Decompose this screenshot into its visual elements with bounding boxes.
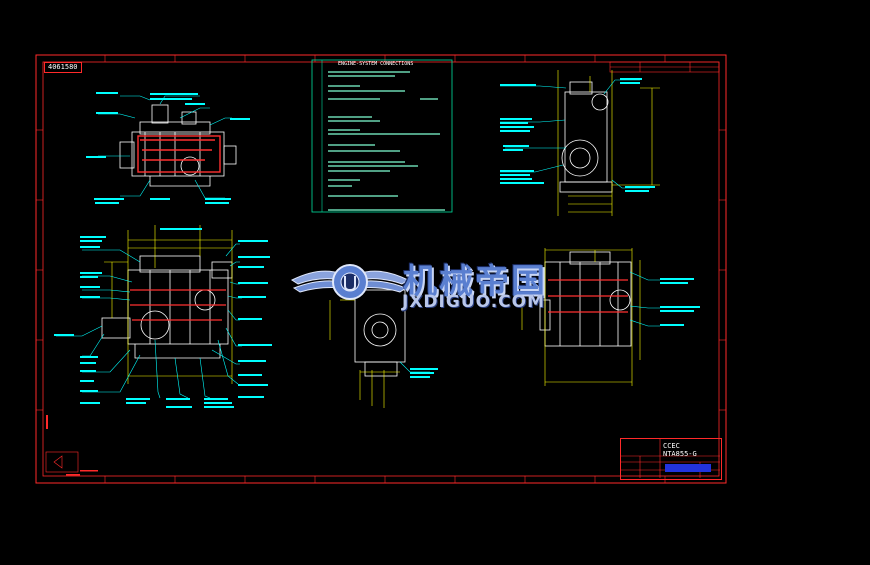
zone-ticks	[36, 55, 726, 483]
watermark: 机械帝国 JXDIGUO.COM	[290, 250, 590, 320]
inner-border	[42, 61, 720, 477]
outer-border	[35, 54, 727, 484]
watermark-chinese: 机械帝国	[403, 262, 547, 302]
title-block-model: NTA855-G	[663, 450, 697, 458]
notes-box	[311, 59, 453, 213]
view-front-upper	[500, 70, 660, 216]
revision-block	[609, 61, 720, 73]
view-side-upper	[86, 92, 250, 204]
title-block-highlight	[665, 464, 711, 472]
notes-heading: ENGINE-SYSTEM CONNECTIONS	[338, 61, 414, 67]
title-block-company: CCEC	[663, 442, 680, 450]
drawing-number: 4061580	[44, 62, 82, 73]
view-top-lower	[521, 248, 700, 386]
watermark-latin: JXDIGUO.COM	[402, 292, 546, 312]
view-side-lower	[54, 225, 272, 408]
title-block: CCEC NTA855-G	[620, 438, 722, 480]
view-front-lower	[329, 289, 438, 408]
bottom-left-notes	[45, 415, 98, 476]
watermark-gear-wings-icon	[291, 264, 409, 300]
